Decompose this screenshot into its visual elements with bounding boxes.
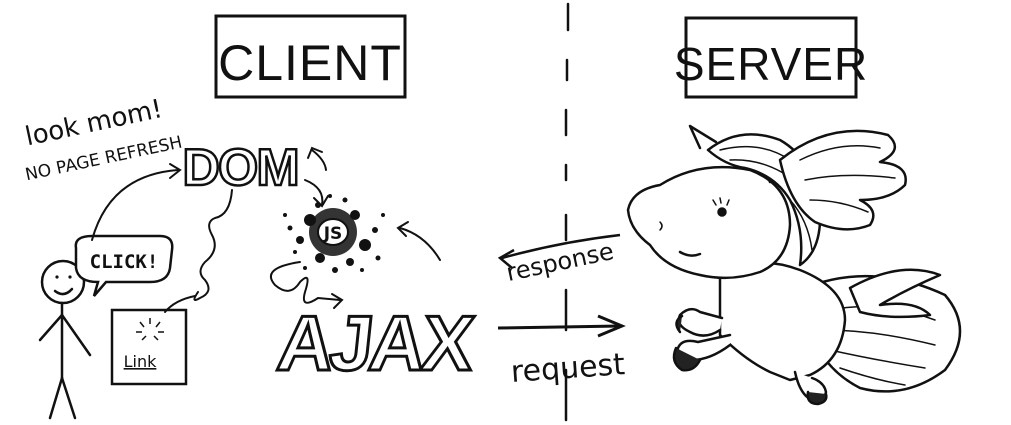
dom-node: DOM <box>181 138 301 199</box>
arrow-js-to-dom <box>311 149 327 171</box>
server-title: SERVER <box>674 38 868 90</box>
link-box: Link <box>110 308 188 386</box>
click-speech-bubble: CLICK! <box>74 234 174 297</box>
click-label: CLICK! <box>90 251 159 273</box>
link-to-dom-squiggle <box>164 295 196 313</box>
arrow-ajax-to-js <box>399 227 441 261</box>
client-title: CLIENT <box>218 35 402 91</box>
stick-figure <box>38 259 92 420</box>
pegasus-tail <box>848 268 942 319</box>
handwritten-note: look mom! NO PAGE REFRESH <box>23 94 184 185</box>
link-label: Link <box>124 352 158 371</box>
arrow-figure-to-dom <box>91 169 179 241</box>
server-title-box: SERVER <box>674 16 868 99</box>
pegasus-head <box>626 165 792 280</box>
ajax-node: AJAX <box>272 298 480 389</box>
dom-to-link-squiggle <box>193 189 233 301</box>
arrow-dom-to-js <box>304 179 324 206</box>
ajax-label: AJAX <box>273 299 478 387</box>
js-to-ajax-loop <box>269 261 341 304</box>
click-burst-icon <box>136 318 164 341</box>
connectors <box>91 146 441 313</box>
js-label: JS <box>323 224 343 244</box>
request-label: request <box>510 347 626 390</box>
client-server-divider <box>564 2 570 422</box>
dom-label: DOM <box>182 139 297 197</box>
pegasus-unicorn-illustration <box>626 124 962 406</box>
client-title-box: CLIENT <box>214 14 407 99</box>
response-arrow: response <box>497 233 621 287</box>
js-node: JS <box>283 194 385 273</box>
unicorn-horn <box>688 124 718 150</box>
request-arrow: request <box>497 314 626 390</box>
pegasus-front-leg <box>677 307 724 337</box>
